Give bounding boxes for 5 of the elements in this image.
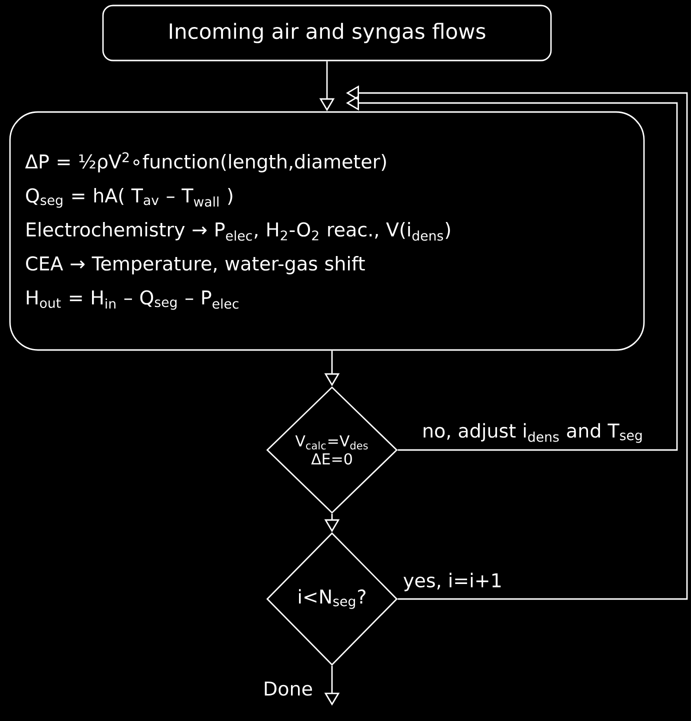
edge-label: no, adjust i$_{dens}$ and T$_{seg}$ (424, 423, 642, 443)
edge-label: Done (264, 682, 312, 696)
edge-label: yes, i=i+1 (404, 572, 501, 592)
process-box: ΔP = ½ρV$^{2}$∘function(length,diameter) Q$_{seg}$ = hA( T$_{av}$ – T$_{wall}$ ) Electrochemistry → P$_{elec}$, H$_{2}$-O$_{2}$ reac., V(i$_{dens}$) CEA → Temperature, water-gas shift H$_{out}$ = H$_{in}$ – Q$_{seg}$ – P$_{elec}$ (9, 111, 645, 351)
process-box: Incoming air and syngas flows (102, 4, 552, 62)
